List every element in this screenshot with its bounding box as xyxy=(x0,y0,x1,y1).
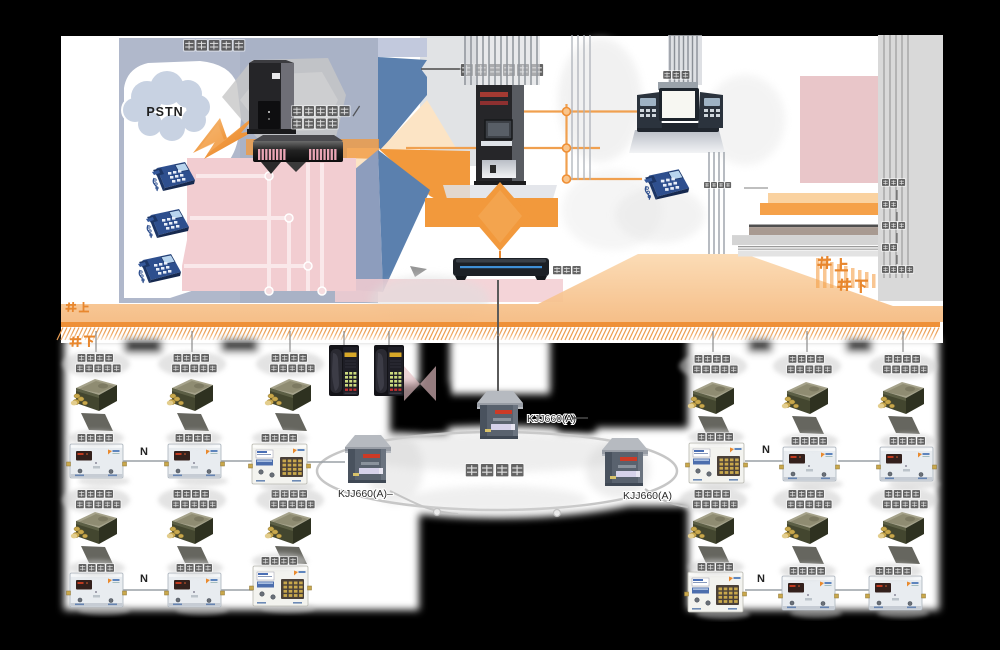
svg-text:N: N xyxy=(140,573,148,585)
svg-text:KJJ660(A): KJJ660(A) xyxy=(527,413,576,425)
svg-text:KJJ660(A)–: KJJ660(A)– xyxy=(338,488,393,500)
svg-text:KJJ660(A): KJJ660(A) xyxy=(623,490,672,502)
svg-text:PSTN: PSTN xyxy=(146,105,183,119)
svg-text:N: N xyxy=(762,444,770,456)
svg-text:N: N xyxy=(757,573,765,585)
svg-text:N: N xyxy=(140,446,148,458)
